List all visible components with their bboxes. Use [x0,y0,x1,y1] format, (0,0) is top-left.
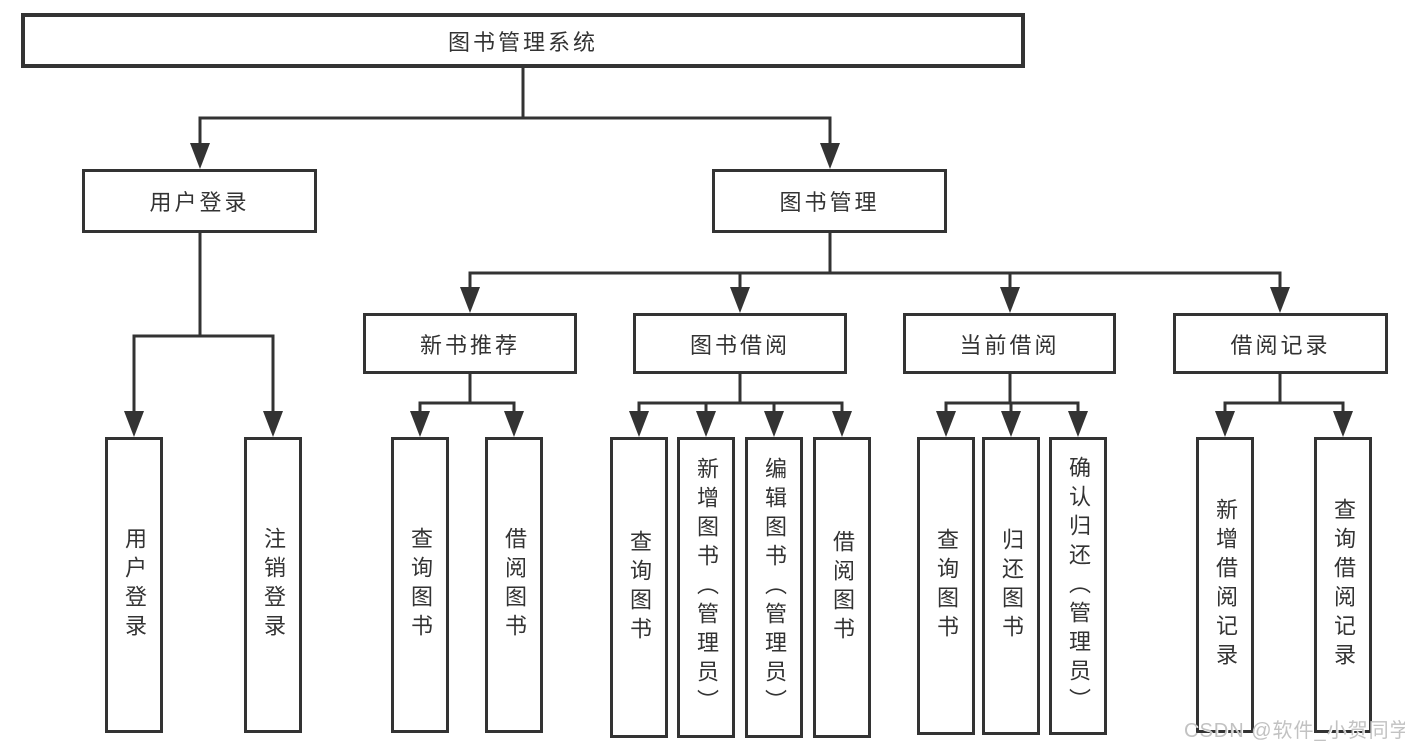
leaf-logout-login: 注销登录 [244,437,302,733]
leaf-confirm-return-admin-label: 确认归还（管理员） [1066,455,1091,717]
leaf-query-borrow-record-label: 查询借阅记录 [1331,498,1356,672]
leaf-confirm-return-admin: 确认归还（管理员） [1049,437,1107,735]
leaf-query-borrow-record: 查询借阅记录 [1314,437,1372,733]
leaf-edit-books-admin: 编辑图书（管理员） [745,437,803,738]
node-library-system-label: 图书管理系统 [447,29,598,55]
node-borrowing-records: 借阅记录 [1173,313,1388,374]
leaf-query-books-recommend: 查询图书 [391,437,449,733]
node-book-borrowing-label: 图书借阅 [689,332,790,358]
leaf-borrow-books-recommend-label: 借阅图书 [502,527,527,643]
leaf-query-books-current-label: 查询图书 [934,528,959,644]
leaf-query-books-borrowing: 查询图书 [610,437,668,738]
node-user-login: 用户登录 [82,169,317,233]
leaf-borrow-books-recommend: 借阅图书 [485,437,543,733]
node-new-book-recommendation-label: 新书推荐 [419,332,520,358]
node-book-management-label: 图书管理 [779,190,880,215]
leaf-return-books: 归还图书 [982,437,1040,735]
node-book-management: 图书管理 [712,169,947,233]
leaf-add-borrow-record: 新增借阅记录 [1196,437,1254,733]
node-library-system: 图书管理系统 [21,13,1025,68]
node-book-borrowing: 图书借阅 [633,313,847,374]
node-user-login-label: 用户登录 [149,190,250,215]
leaf-return-books-label: 归还图书 [999,528,1024,644]
node-current-borrowing-label: 当前借阅 [959,332,1060,358]
leaf-logout-login-label: 注销登录 [261,527,286,643]
leaf-borrow-books-borrowing: 借阅图书 [813,437,871,738]
leaf-add-books-admin: 新增图书（管理员） [677,437,735,738]
leaf-user-login-label: 用户登录 [122,527,147,643]
leaf-query-books-recommend-label: 查询图书 [408,527,433,643]
leaf-borrow-books-borrowing-label: 借阅图书 [830,529,855,646]
leaf-add-borrow-record-label: 新增借阅记录 [1213,498,1238,672]
node-new-book-recommendation: 新书推荐 [363,313,577,374]
leaf-edit-books-admin-label: 编辑图书（管理员） [762,457,787,718]
leaf-query-books-current: 查询图书 [917,437,975,735]
leaf-query-books-borrowing-label: 查询图书 [627,529,652,646]
node-current-borrowing: 当前借阅 [903,313,1116,374]
watermark: CSDN @软件_小贺同学 [1184,720,1405,742]
node-borrowing-records-label: 借阅记录 [1230,332,1331,358]
leaf-add-books-admin-label: 新增图书（管理员） [694,457,719,718]
leaf-user-login: 用户登录 [105,437,163,733]
